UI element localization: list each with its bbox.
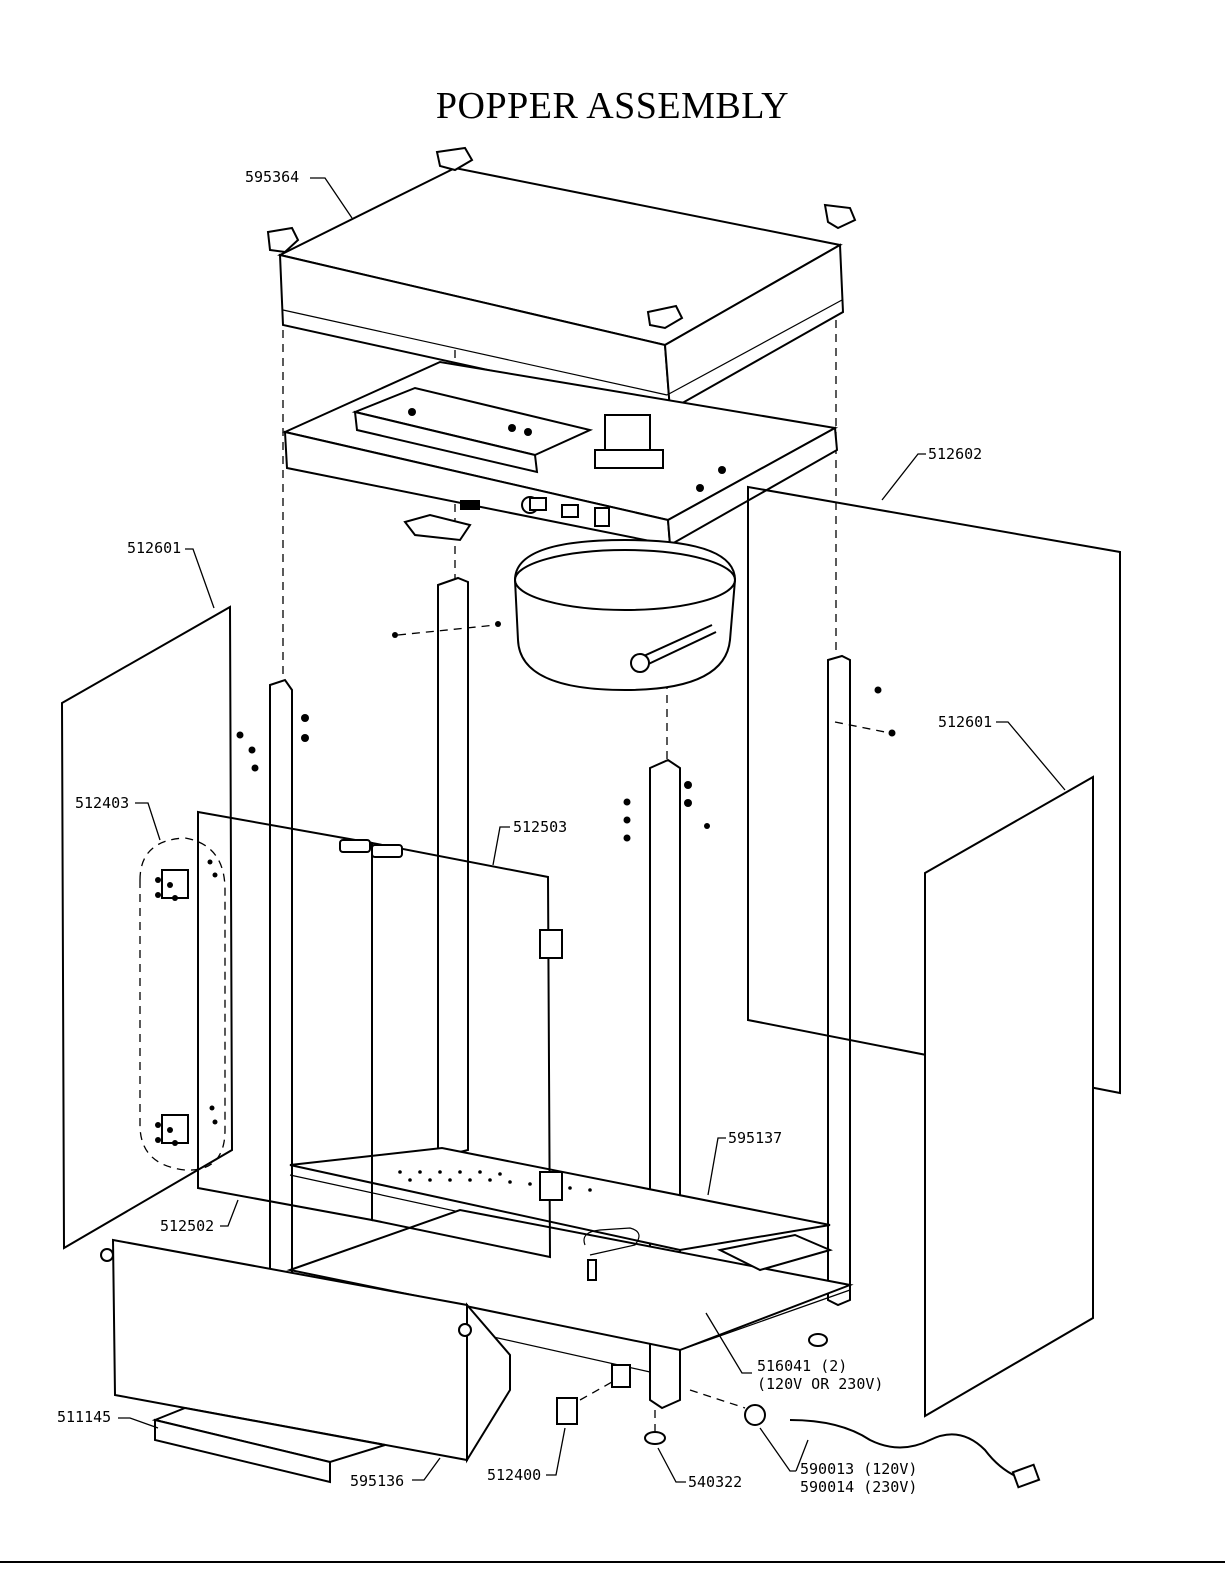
right-side-panel — [925, 777, 1093, 1416]
label-left-door: 512502 — [160, 1217, 214, 1235]
label-switch: 512400 — [487, 1466, 541, 1484]
label-base-cabinet: 511145 — [57, 1408, 111, 1426]
front-door-hinge-bottom — [540, 1172, 562, 1200]
leg-foot — [645, 1432, 665, 1444]
top-dome-part — [268, 148, 855, 410]
label-front-door: 512503 — [513, 818, 567, 836]
rear-leg-foot — [809, 1334, 827, 1346]
kettle-top-plate — [285, 362, 837, 545]
label-right-rear-panel: 512602 — [928, 445, 982, 463]
label-drawer: 595136 — [350, 1472, 404, 1490]
cabinet-frame — [270, 578, 850, 1408]
label-right-side-panel: 512601 — [938, 713, 992, 731]
front-door-hinge-top — [540, 930, 562, 958]
label-heater-line1: 516041 (2) — [757, 1357, 847, 1375]
label-leg: 540322 — [688, 1473, 742, 1491]
label-top-dome: 595364 — [245, 168, 299, 186]
switch-part — [557, 1398, 577, 1424]
label-deck: 595137 — [728, 1129, 782, 1147]
label-heater-line2: (120V OR 230V) — [757, 1375, 883, 1393]
label-door-hinge: 512403 — [75, 794, 129, 812]
label-cord-line2: 590014 (230V) — [800, 1478, 917, 1496]
label-cord-line1: 590013 (120V) — [800, 1460, 917, 1478]
label-left-side-panel: 512601 — [127, 539, 181, 557]
switch-mount — [612, 1365, 630, 1387]
